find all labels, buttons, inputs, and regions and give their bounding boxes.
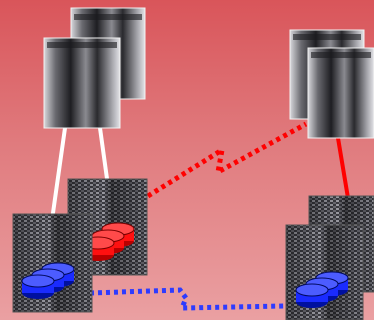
link-blue-dotted: [89, 287, 285, 311]
link-white-1: [50, 127, 67, 221]
blue-disk-stack-icon: [21, 262, 75, 299]
mainframe-left-front: [43, 37, 121, 129]
link-red-dotted: [146, 121, 308, 199]
link-white-2: [98, 127, 110, 187]
blue-disk-stack-icon: [295, 271, 349, 308]
mainframe-right-front: [307, 47, 374, 139]
link-red-solid: [336, 137, 350, 199]
